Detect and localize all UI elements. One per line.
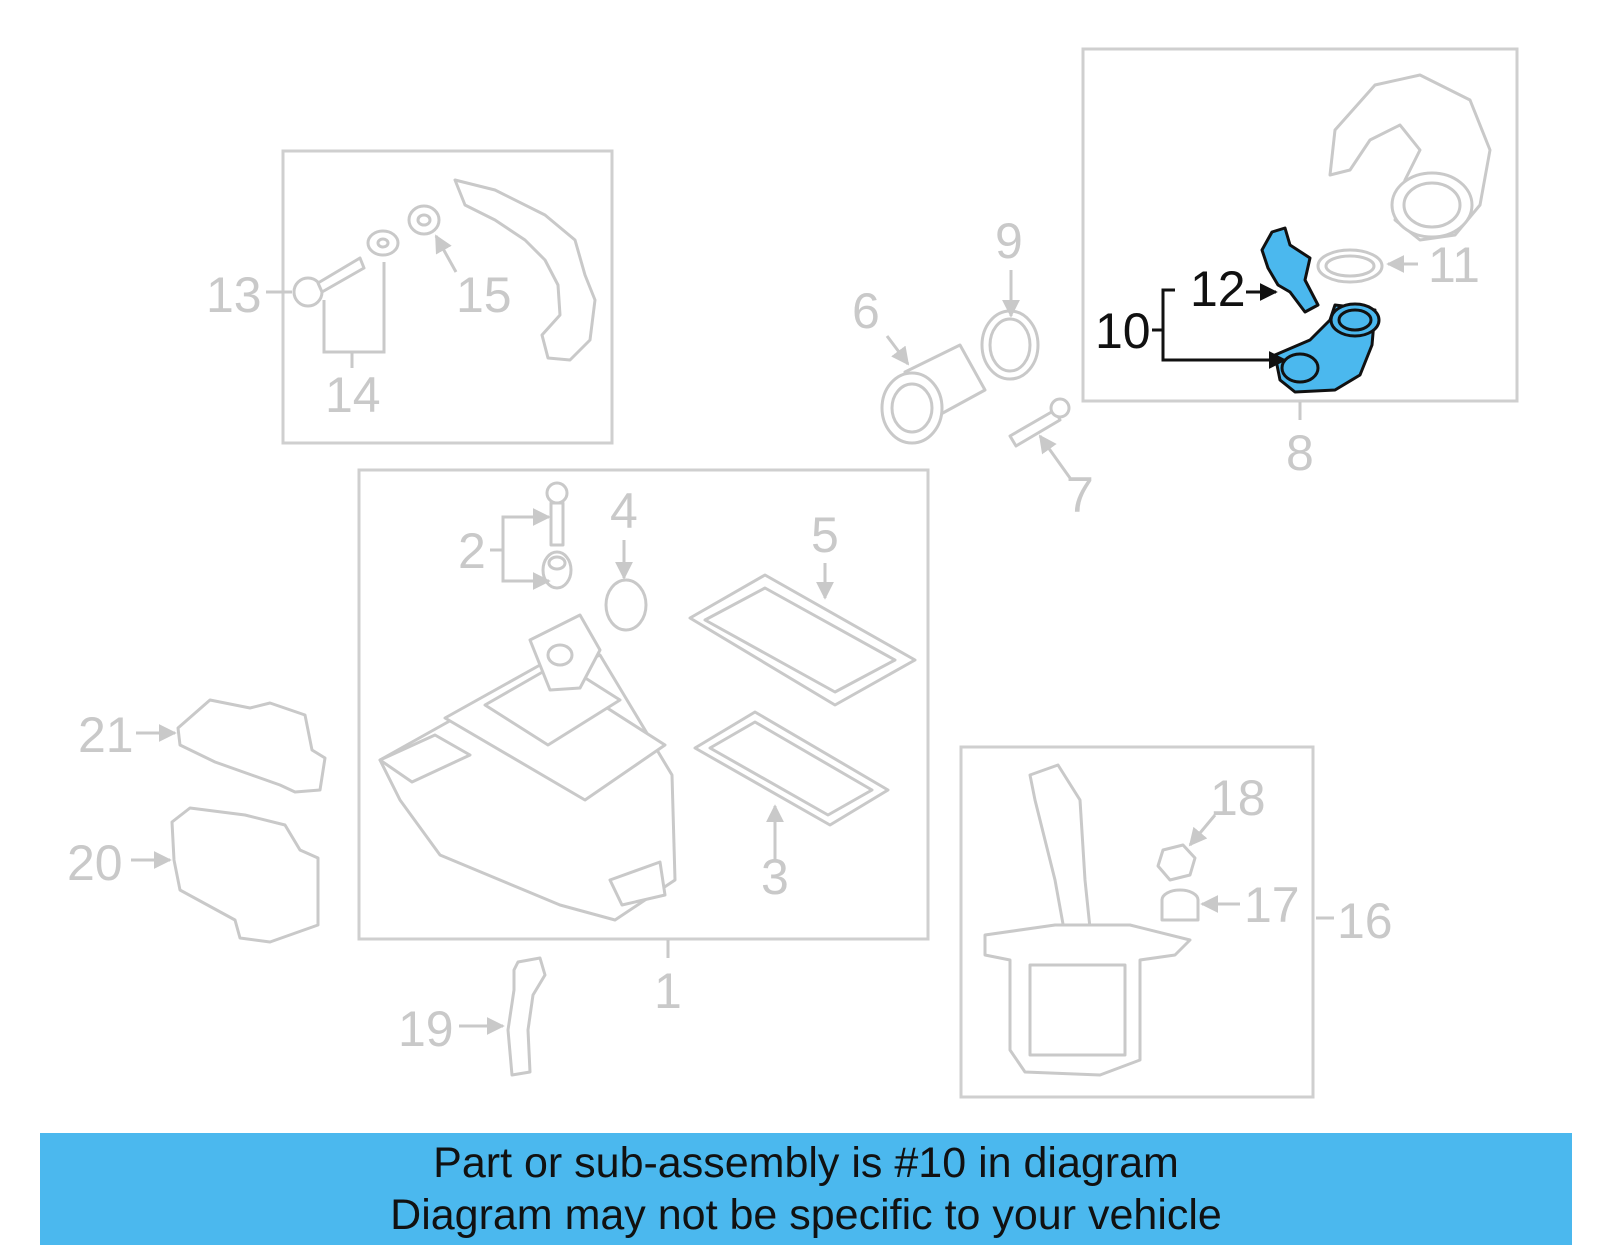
grommet-17-icon: [1160, 888, 1200, 922]
info-banner: Part or sub-assembly is #10 in diagram D…: [40, 1133, 1572, 1245]
callout-7: 7: [1066, 467, 1094, 523]
resonator-duct-icon: [453, 178, 597, 362]
clamp-9-icon: [980, 309, 1040, 381]
callout-17: 17: [1244, 877, 1300, 933]
grommet-2-icon: [541, 550, 573, 590]
elbow-10-icon: [1273, 302, 1381, 394]
callout-15: 15: [456, 267, 512, 323]
seal-4-icon: [604, 578, 648, 632]
callout-19: 19: [398, 1001, 454, 1057]
hose-19-icon: [506, 956, 547, 1077]
callout-4: 4: [610, 483, 638, 539]
callout-8: 8: [1286, 425, 1314, 481]
callout-1: 1: [654, 963, 682, 1019]
callout-3: 3: [761, 849, 789, 905]
filter-3-icon: [693, 710, 890, 827]
callout-6: 6: [852, 283, 880, 339]
callout-11: 11: [1428, 237, 1480, 293]
resonator-tank-16-icon: [983, 763, 1192, 1077]
group-box-1: [357, 468, 930, 941]
callout-18: 18: [1210, 770, 1266, 826]
group-box-13-15: [281, 149, 614, 445]
bolt-13-icon: [292, 256, 366, 308]
grommet-15-icon: [407, 204, 441, 236]
callout-21: 21: [78, 707, 134, 763]
callout-16: 16: [1337, 893, 1393, 949]
washer-14-icon: [366, 229, 400, 257]
callout-20: 20: [67, 835, 123, 891]
callout-12: 12: [1190, 261, 1246, 317]
clamp-11-icon: [1316, 248, 1384, 284]
nut-18-icon: [1156, 843, 1197, 882]
banner-line-disclaimer: Diagram may not be specific to your vehi…: [390, 1191, 1222, 1239]
callout-5: 5: [811, 507, 839, 563]
callout-10: 10: [1095, 303, 1151, 359]
bolt-7-icon: [1008, 397, 1071, 448]
group-box-8: [1081, 47, 1519, 403]
callout-13: 13: [206, 267, 262, 323]
group-box-16: [959, 745, 1315, 1099]
bracket-20-icon: [170, 806, 320, 944]
cover-21-icon: [176, 698, 327, 794]
callout-9: 9: [995, 213, 1023, 269]
banner-line-part: Part or sub-assembly is #10 in diagram: [433, 1139, 1179, 1187]
callout-14: 14: [325, 367, 381, 423]
callout-2: 2: [458, 523, 486, 579]
sensor-12-icon: [1260, 226, 1320, 314]
air-cleaner-housing-icon: [378, 613, 677, 922]
cover-5-icon: [688, 573, 917, 707]
throttle-body-6-icon: [880, 343, 987, 445]
bolt-2-icon: [545, 481, 569, 547]
